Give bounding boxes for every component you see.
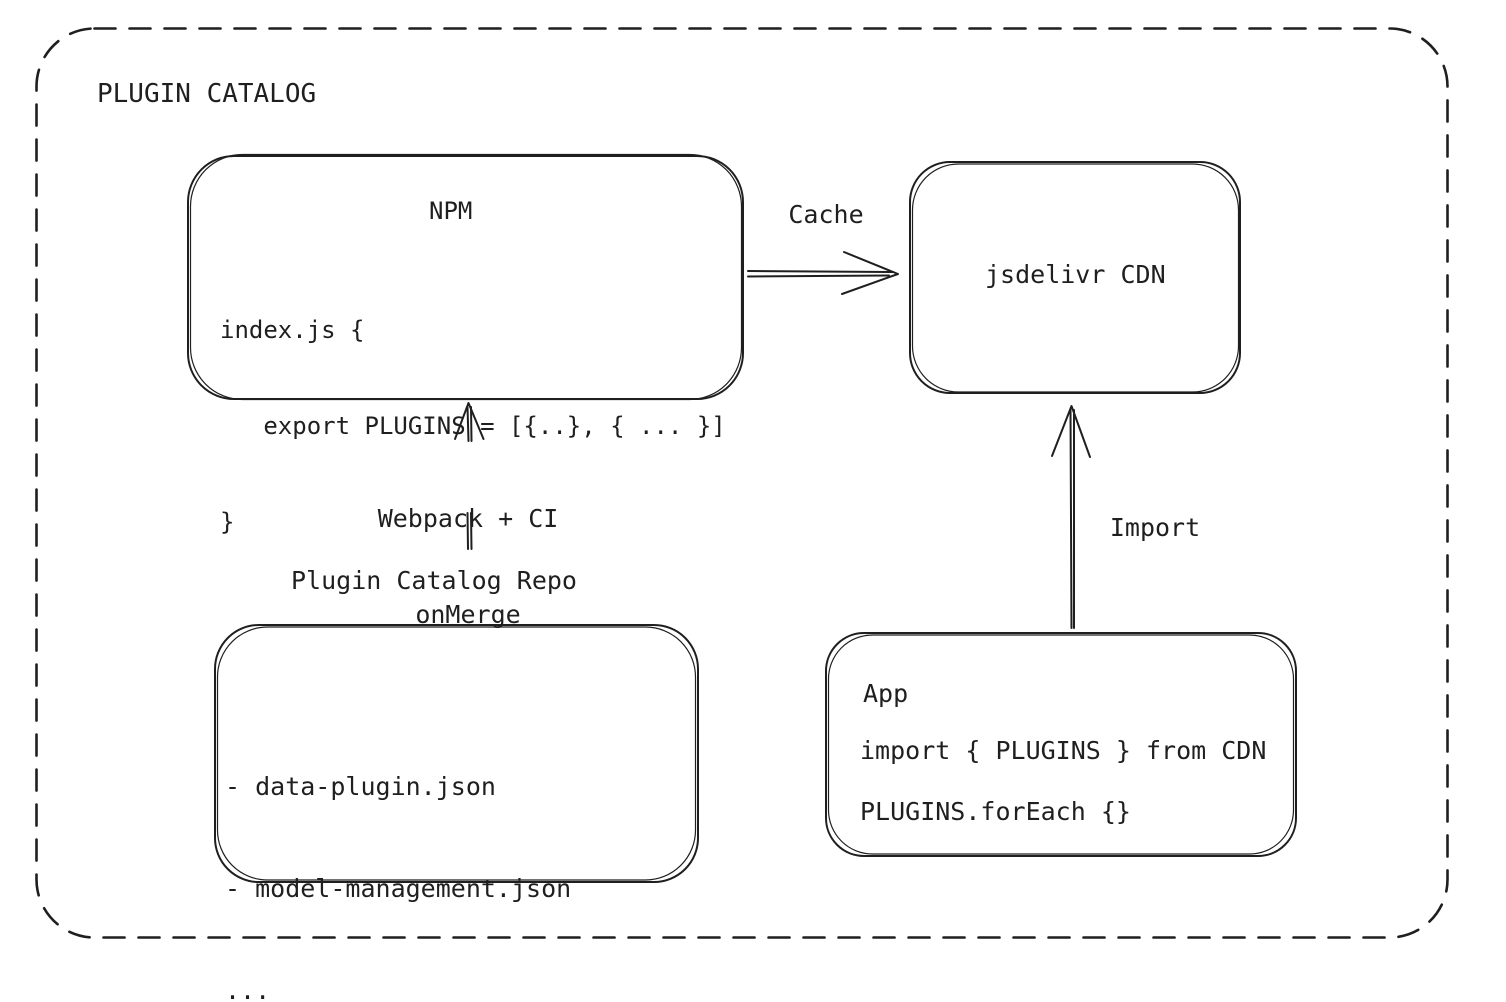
build-arrow: [454, 402, 485, 550]
repo-box: [214, 624, 699, 883]
app-code-line: import { PLUGINS } from CDN: [860, 736, 1267, 765]
npm-box: [187, 153, 744, 401]
cdn-box: [909, 161, 1241, 394]
app-code-line: PLUGINS.forEach {}: [860, 797, 1131, 826]
npm-code-line: export PLUGINS = [{..}, { ... }]: [220, 412, 726, 440]
import-arrow-label: Import: [1109, 513, 1201, 542]
build-arrow-label-line: Webpack + CI: [377, 504, 559, 533]
import-arrow: [1051, 405, 1091, 629]
npm-code-block: index.js { export PLUGINS = [{..}, { ...…: [220, 250, 726, 602]
cache-arrow-label: Cache: [788, 200, 864, 229]
app-box-title: App: [863, 679, 909, 708]
diagram-title: PLUGIN CATALOG: [97, 79, 317, 109]
build-arrow-label: Webpack + CI onMerge: [318, 439, 618, 695]
app-box: [825, 632, 1297, 857]
repo-file-item: - data-plugin.json: [225, 772, 496, 801]
npm-code-line: index.js {: [220, 316, 365, 344]
build-arrow-label-line: onMerge: [415, 600, 521, 629]
cache-arrow: [747, 251, 899, 295]
repo-box-label: Plugin Catalog Repo: [291, 566, 577, 595]
repo-file-list: - data-plugin.json - model-management.js…: [225, 702, 571, 1002]
cdn-box-title: jsdelivr CDN: [985, 260, 1166, 289]
npm-box-title: NPM: [429, 197, 473, 225]
plugin-catalog-boundary: [35, 27, 1449, 939]
npm-code-line: }: [220, 508, 235, 536]
repo-file-item: - model-management.json: [225, 874, 572, 903]
repo-file-item: ...: [225, 976, 271, 1002]
